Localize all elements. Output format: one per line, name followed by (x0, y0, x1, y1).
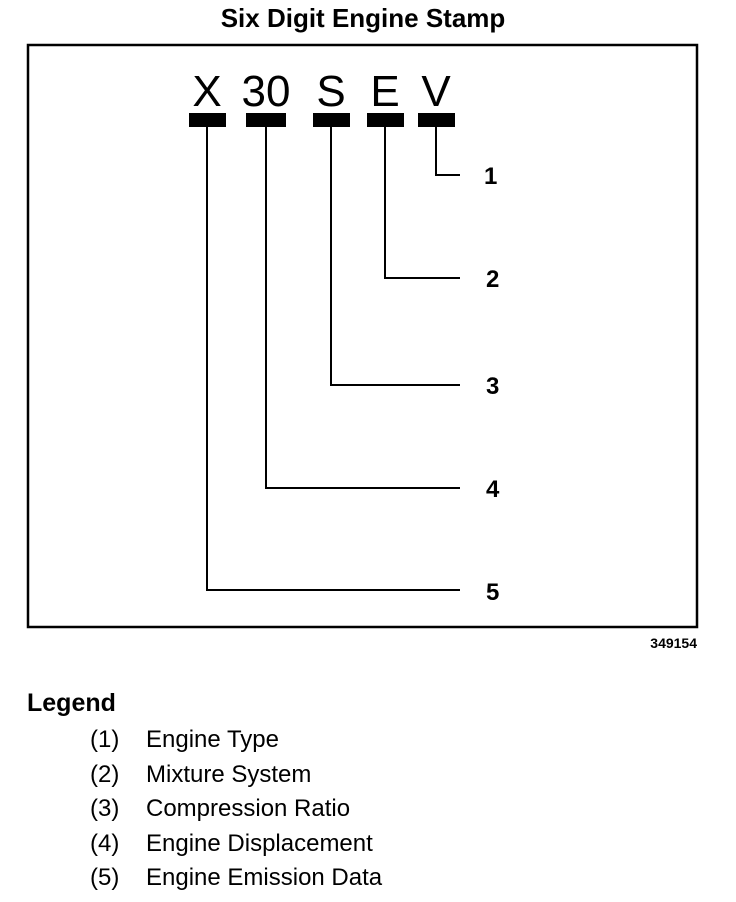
reference-code: 349154 (650, 635, 697, 651)
diagram-title: Six Digit Engine Stamp (220, 3, 506, 33)
stamp-char-30: 30 (242, 67, 291, 116)
legend-list: (1) Engine Type (2) Mixture System (3) Comp… (90, 725, 382, 898)
legend-item-compression-ratio: (3) Compression Ratio (90, 794, 382, 829)
legend-key: (4) (90, 829, 120, 857)
legend-key: (3) (90, 795, 120, 823)
legend-key: (1) (90, 726, 120, 753)
legend-label: Compression Ratio (146, 795, 351, 823)
stamp-bar-e (367, 113, 404, 127)
stamp-bar-x (189, 113, 226, 127)
legend-item-mixture-system: (2) Mixture System (90, 760, 382, 795)
legend-label: Mixture System (146, 760, 312, 788)
leader-line-1 (435, 127, 460, 176)
stamp-char-v: V (421, 67, 451, 116)
stamp-bar-v (418, 113, 455, 127)
callout-number-3: 3 (486, 373, 499, 400)
stamp-bar-s (313, 113, 350, 127)
legend-key: (5) (90, 864, 120, 892)
leader-line-2 (384, 127, 460, 279)
diagram-frame (26, 43, 699, 629)
callout-number-5: 5 (486, 579, 499, 606)
legend-label: Engine Emission Data (146, 864, 383, 892)
engine-stamp-diagram: X 30 S E V 1 2 3 4 5 349154 (26, 43, 699, 651)
legend-item-engine-type: (1) Engine Type (90, 725, 382, 760)
leader-line-5 (206, 127, 460, 591)
legend-label: Engine Type (146, 726, 279, 753)
legend-item-engine-displacement: (4) Engine Displacement (90, 829, 382, 864)
callout-number-4: 4 (486, 476, 500, 503)
stamp-char-x: X (192, 67, 221, 116)
callout-number-2: 2 (486, 266, 499, 293)
leader-line-4 (265, 127, 460, 489)
stamp-bar-30 (246, 113, 286, 127)
leader-line-3 (330, 127, 460, 386)
stamp-char-s: S (316, 67, 345, 116)
legend-item-engine-emission-data: (5) Engine Emission Data (90, 863, 382, 898)
legend-label: Engine Displacement (146, 829, 373, 857)
callout-number-1: 1 (484, 163, 497, 190)
stamp-char-e: E (370, 67, 399, 116)
legend-key: (2) (90, 760, 120, 788)
legend-title: Legend (27, 689, 116, 717)
